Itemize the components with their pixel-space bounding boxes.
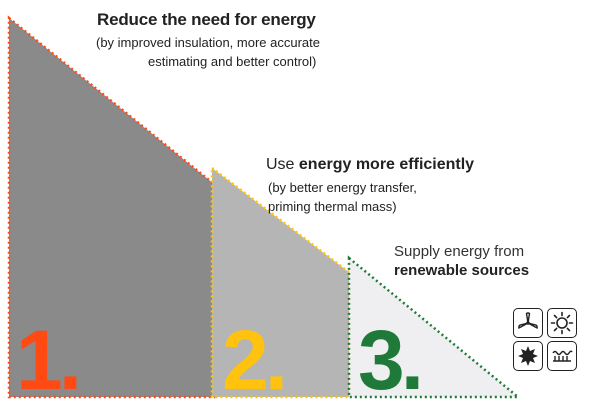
wind-turbine-icon [513,308,543,338]
heat-exchanger-icon [547,341,577,371]
step-2-number: 2. [222,313,288,407]
step-1-detail-line1: (by improved insulation, more accurate [96,35,320,50]
step-1-detail-line2: estimating and better control) [148,54,317,69]
step-2-title: Use energy more efficiently [266,156,474,174]
leaf-icon [513,341,543,371]
step-2-title-bold: energy more efficiently [298,156,475,173]
step-2-triangle [210,165,352,399]
step-2-title-prefix: Use [266,156,299,173]
sun-icon [547,308,577,338]
step-3-title-line1: Supply energy from [394,243,525,260]
step-1-number: 1. [16,313,82,407]
step-3-number: 3. [358,313,424,407]
step-3-title-bold: renewable sources [394,262,530,279]
step-2-detail-line2: priming thermal mass) [268,199,397,214]
step-2-detail-line1: (by better energy transfer, [268,180,417,195]
step-3-triangle [347,255,522,399]
step-1-title: Reduce the need for energy [97,10,316,29]
